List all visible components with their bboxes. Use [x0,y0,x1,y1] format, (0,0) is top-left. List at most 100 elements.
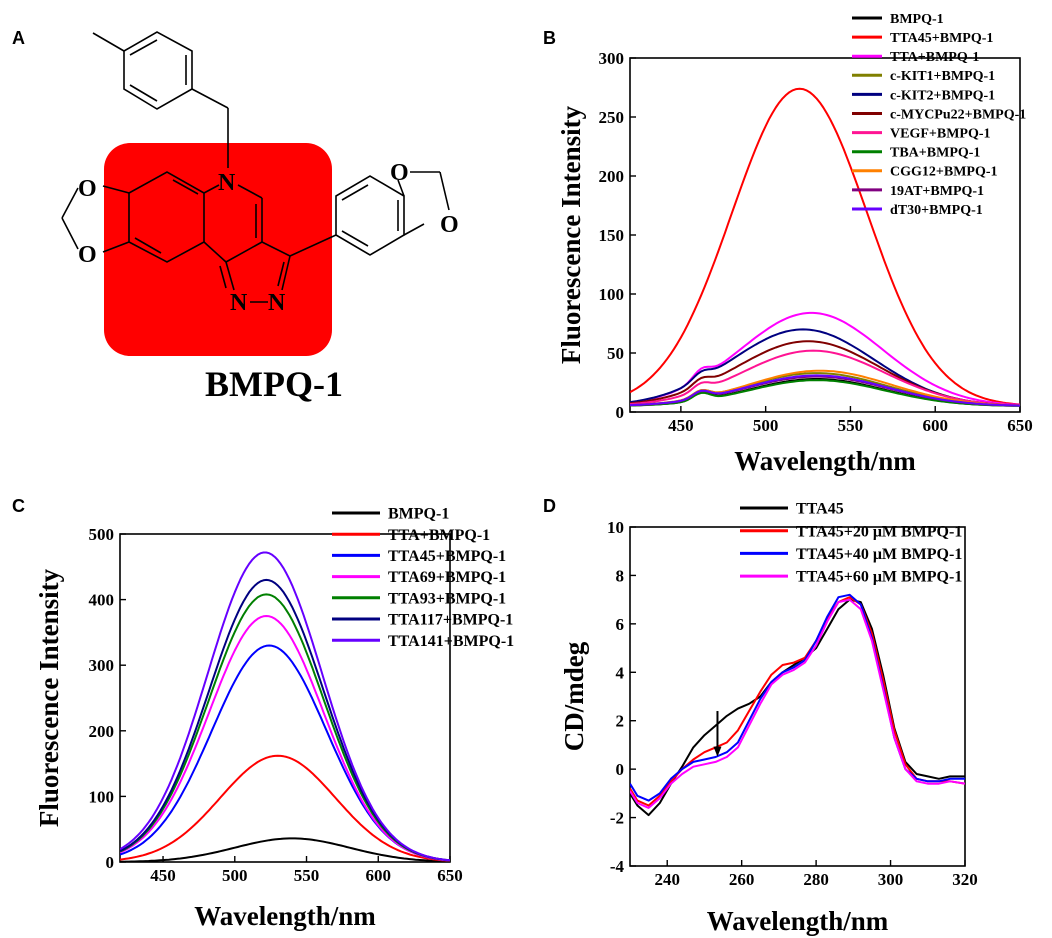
x-tick-label-d-280: 280 [803,870,829,889]
x-tick-label-d-240: 240 [654,870,680,889]
x-tick-label-c-600: 600 [366,866,392,885]
x-axis-title-b: Wavelength/nm [734,446,916,476]
series-line-c-tta-bmpq-1 [120,754,450,862]
series-line-b-tta45-bmpq-1 [630,87,1020,406]
series-lines-c [120,551,450,862]
legend-label-b-tta45-bmpq-1: TTA45+BMPQ-1 [890,31,993,46]
legend-label-b-c-kit2-bmpq-1: c-KIT2+BMPQ-1 [890,88,995,103]
atom-n-top: N [218,170,236,196]
series-line-d-tta45-60-m-bmpq-1 [630,598,965,809]
legend-label-b-19at-bmpq-1: 19AT+BMPQ-1 [890,184,984,199]
series-line-b-dt30-bmpq-1 [630,374,1020,407]
legend-label-b-c-mycpu22-bmpq-1: c-MYCPu22+BMPQ-1 [890,107,1026,122]
y-tick-label-c-500: 500 [89,525,115,544]
x-tick-label-b-600: 600 [922,416,948,435]
y-tick-label-c-0: 0 [106,853,115,872]
series-line-b-tta-bmpq-1 [630,311,1020,406]
y-axis-title-d: CD/mdeg [559,641,589,751]
panel-d-letter: D [543,496,556,516]
y-tick-label-c-200: 200 [89,722,115,741]
atom-o-2: O [78,242,97,268]
legend-label-c-bmpq-1: BMPQ-1 [388,506,449,523]
series-line-c-tta69-bmpq-1 [120,615,450,862]
x-tick-label-d-320: 320 [952,870,978,889]
series-line-c-bmpq-1 [120,837,450,862]
legend-label-b-c-kit1-bmpq-1: c-KIT1+BMPQ-1 [890,69,995,84]
core-highlight [104,143,332,356]
plot-frame-d [629,526,966,867]
series-line-b-tba-bmpq-1 [630,379,1020,407]
y-tick-label-b-200: 200 [599,167,625,186]
panel-c-letter: C [12,496,25,516]
panel-a: A [12,28,459,404]
atom-o-3: O [390,160,409,186]
y-axis-title-b: Fluorescence Intensity [556,105,586,364]
legend-label-b-tta-bmpq-1: TTA+BMPQ-1 [890,50,979,65]
panel-b-letter: B [543,28,556,48]
legend-label-c-tta69-bmpq-1: TTA69+BMPQ-1 [388,569,506,586]
legend-label-b-vegf-bmpq-1: VEGF+BMPQ-1 [890,127,991,142]
legend-label-c-tta-bmpq-1: TTA+BMPQ-1 [388,527,490,544]
series-line-b-vegf-bmpq-1 [630,349,1020,407]
x-axis-title-c: Wavelength/nm [194,901,376,931]
chart-b: 450 500 550 600 650 0 50 100 150 200 250 300Wavelen… [556,12,1033,476]
series-line-b-c-kit2-bmpq-1 [630,328,1020,407]
legend-label-c-tta45-bmpq-1: TTA45+BMPQ-1 [388,548,506,565]
x-tick-label-c-450: 450 [150,866,176,885]
legend-c: BMPQ-1TTA+BMPQ-1TTA45+BMPQ-1TTA69+BMPQ-1… [332,506,514,650]
annotation-arrow-head [713,746,722,757]
x-axis-title-d: Wavelength/nm [707,906,889,936]
y-tick-label-d-8: 8 [616,566,625,585]
y-tick-label-d-4: 4 [616,663,625,682]
x-tick-label-d-260: 260 [729,870,755,889]
atom-n-pyrazole-1: N [230,290,248,316]
atom-o-4: O [440,212,459,238]
x-tick-label-d-300: 300 [878,870,904,889]
legend-label-b-bmpq-1: BMPQ-1 [890,12,944,27]
series-line-d-tta45 [630,598,965,817]
y-tick-label-b-0: 0 [616,403,625,422]
legend-label-d-tta45: TTA45 [796,501,844,518]
x-tick-label-b-650: 650 [1007,416,1033,435]
series-line-d-tta45-20-m-bmpq-1 [630,596,965,807]
x-tick-label-b-500: 500 [753,416,779,435]
y-tick-label-b-50: 50 [607,344,624,363]
series-line-d-tta45-40-m-bmpq-1 [630,593,965,802]
series-line-c-tta45-bmpq-1 [120,644,450,862]
plot-frame-c [119,533,451,863]
series-line-c-tta141-bmpq-1 [120,551,450,862]
legend-label-b-tba-bmpq-1: TBA+BMPQ-1 [890,146,980,161]
series-lines-b [630,87,1020,407]
y-tick-label-d-6: 6 [616,615,625,634]
x-tick-label-b-550: 550 [838,416,864,435]
y-tick-label-b-300: 300 [599,49,625,68]
legend-label-b-dt30-bmpq-1: dT30+BMPQ-1 [890,203,983,218]
y-axis-title-c: Fluorescence Intensity [34,568,64,827]
y-tick-label-d--4: -4 [610,857,625,876]
legend-label-d-tta45-20-m-bmpq-1: TTA45+20 μM BMPQ-1 [796,523,962,540]
series-lines-d [630,593,965,817]
y-tick-label-b-100: 100 [599,285,625,304]
y-tick-label-d-2: 2 [616,712,625,731]
legend-label-b-cgg12-bmpq-1: CGG12+BMPQ-1 [890,165,998,180]
y-tick-label-d-0: 0 [616,760,625,779]
atom-o-1: O [78,176,97,202]
legend-label-c-tta141-bmpq-1: TTA141+BMPQ-1 [388,633,514,650]
legend-label-d-tta45-60-m-bmpq-1: TTA45+60 μM BMPQ-1 [796,569,962,586]
y-tick-label-b-250: 250 [599,108,625,127]
legend-label-c-tta93-bmpq-1: TTA93+BMPQ-1 [388,590,506,607]
y-tick-label-c-400: 400 [89,591,115,610]
y-tick-label-d--2: -2 [610,809,624,828]
panel-a-letter: A [12,28,25,48]
compound-name: BMPQ-1 [205,364,343,404]
y-tick-label-c-300: 300 [89,656,115,675]
legend-label-d-tta45-40-m-bmpq-1: TTA45+40 μM BMPQ-1 [796,546,962,563]
molecule-bonds [61,31,450,303]
x-tick-label-c-550: 550 [294,866,320,885]
y-tick-label-c-100: 100 [89,787,115,806]
x-tick-label-b-450: 450 [668,416,694,435]
y-tick-label-b-150: 150 [599,226,625,245]
